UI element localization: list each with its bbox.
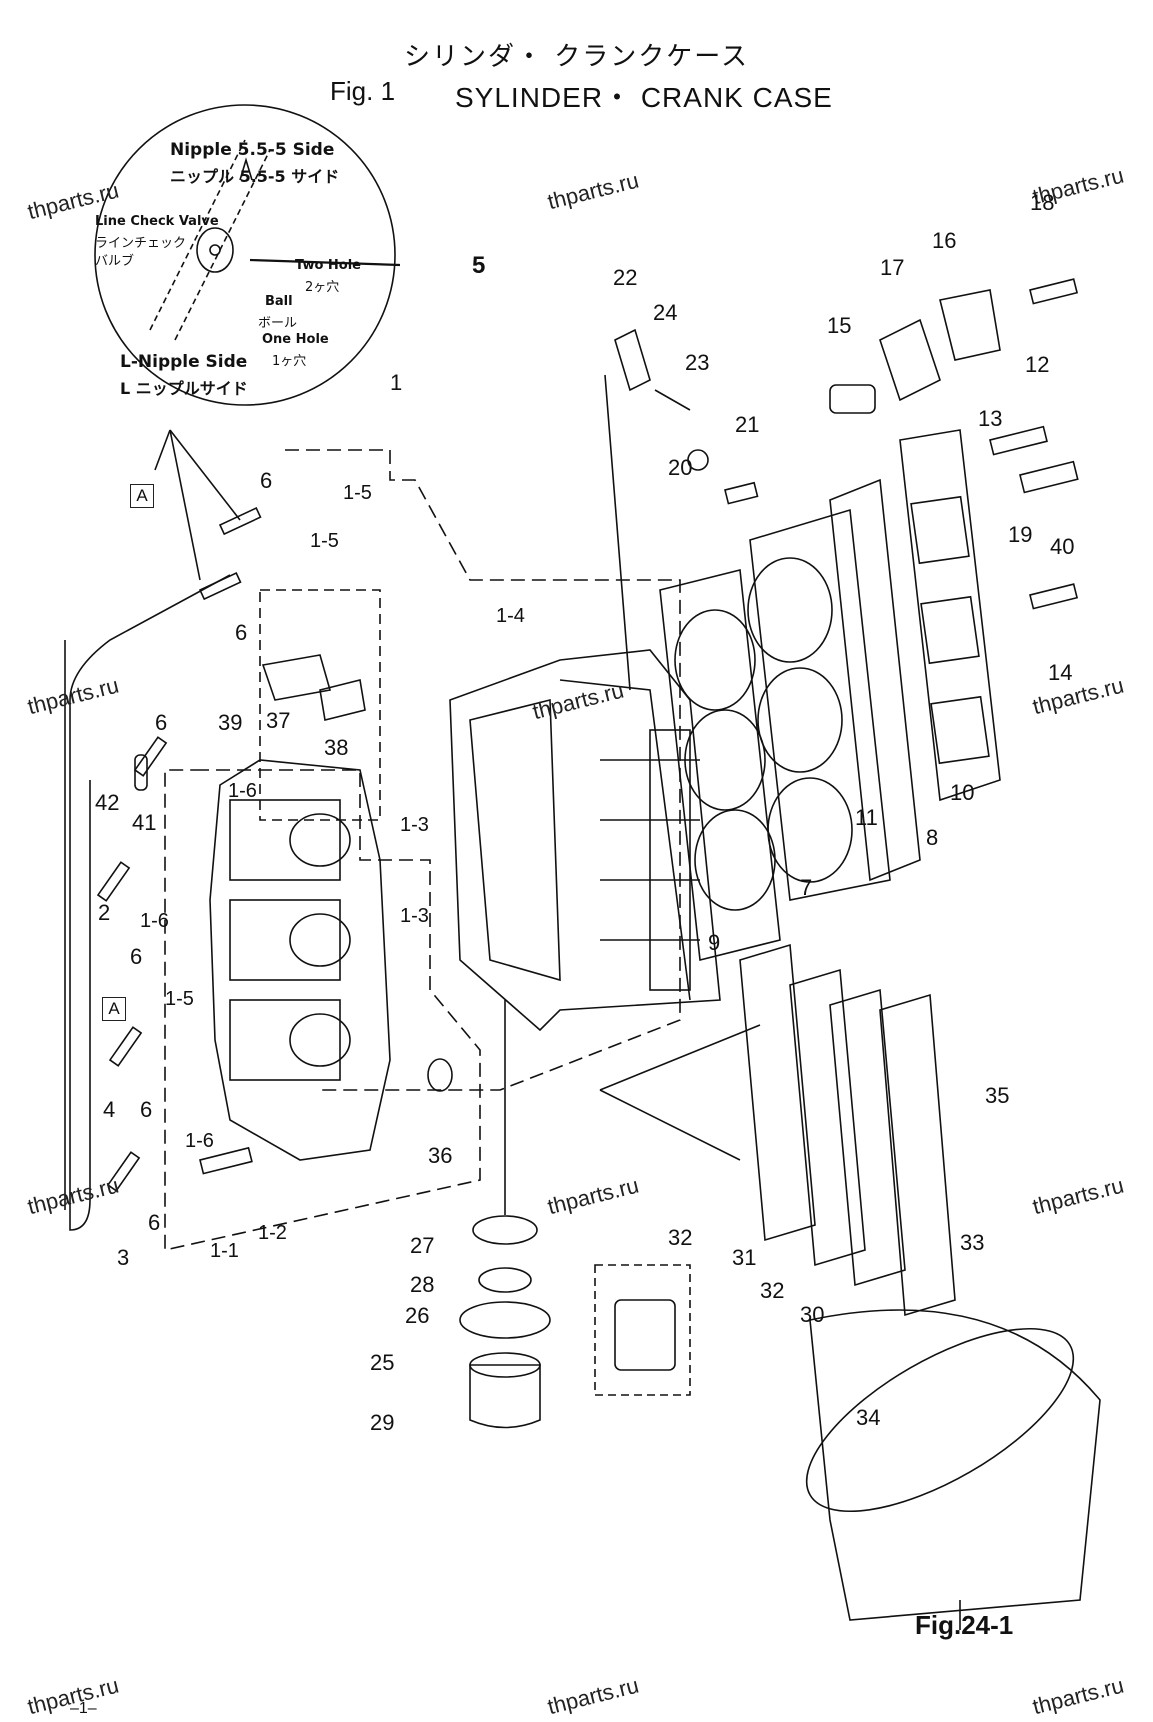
part-label: 35 (985, 1083, 1010, 1108)
part-label: 4 (103, 1097, 116, 1122)
detail-hose (149, 139, 271, 341)
part-label: 1-6 (228, 780, 257, 802)
part-label: 5 (472, 252, 486, 279)
part-label: 1-3 (400, 814, 429, 836)
part-label: 26 (405, 1303, 430, 1328)
part-label: 39 (218, 710, 243, 735)
part-label: 9 (708, 930, 721, 955)
part-label: 1-6 (140, 910, 169, 932)
inset-one-hole-label-jp: 1ヶ穴 (272, 354, 307, 369)
crankcase-drawing (449, 649, 721, 1032)
part-label: 17 (880, 255, 905, 280)
part-label: 1-5 (310, 530, 339, 552)
part-label: 20 (668, 455, 693, 480)
part-label: 33 (960, 1230, 985, 1255)
inset-ball-label: Ball (265, 294, 293, 309)
head-gasket-drawing (747, 508, 891, 901)
part-label: 10 (950, 780, 975, 805)
inset-l-nipple-label-jp: L ニップルサイド (120, 379, 248, 398)
part-label: 12 (1025, 352, 1050, 377)
page-number: –1– (70, 1700, 97, 1717)
part-label: 15 (827, 313, 852, 338)
detail-circle (94, 104, 396, 406)
part-label: 22 (613, 265, 638, 290)
title-japanese: シリンダ・ クランクケース (404, 42, 749, 72)
part-label: 23 (685, 350, 710, 375)
part-label: 25 (370, 1350, 395, 1375)
part-label: 19 (1008, 522, 1033, 547)
inset-one-hole-label: One Hole (262, 332, 329, 347)
cylinder-dashed-group (164, 769, 481, 1251)
part-label: 1 (390, 370, 403, 395)
part-label: 37 (266, 708, 291, 733)
hose-loop-upper (69, 574, 231, 1231)
inset-check-valve-label-jp: ラインチェック (95, 236, 187, 251)
part-label: 42 (95, 790, 120, 815)
part-label: 28 (410, 1272, 435, 1297)
part-label: 29 (370, 1410, 395, 1435)
part-label: 13 (978, 406, 1003, 431)
part-label: 24 (653, 300, 678, 325)
part-label: 36 (428, 1143, 453, 1168)
part-label: 1-2 (258, 1222, 287, 1244)
part-label: 16 (932, 228, 957, 253)
part-label: 6 (260, 468, 273, 493)
reference-box-a: A (130, 484, 154, 508)
water-jacket-cover-drawing (829, 429, 1001, 882)
figure-number: Fig. 1 (330, 76, 396, 106)
part-label: 6 (155, 710, 168, 735)
part-label: 34 (856, 1405, 881, 1430)
part-label: 1-5 (343, 482, 372, 504)
thermostat-drawing (829, 278, 1079, 610)
part-label: 1-5 (165, 988, 194, 1010)
exhaust-cover-drawing (739, 943, 956, 1317)
part-label: 32 (760, 1278, 785, 1303)
part-label: 1-1 (210, 1240, 239, 1262)
part-label: 1-3 (400, 905, 429, 927)
part-label: 41 (132, 810, 157, 835)
inset-two-hole-label-jp: 2ヶ穴 (305, 280, 340, 295)
inset-nipple-label-jp: ニップル 5.5-5 サイド (170, 167, 340, 186)
inset-check-valve-label-jp2: バルブ (95, 254, 135, 269)
part-label: 1-6 (185, 1130, 214, 1152)
inset-nipple-label: Nipple 5.5-5 Side (170, 140, 335, 160)
part-label: 2 (98, 900, 111, 925)
part-label: 18 (1030, 190, 1055, 215)
part-label: 7 (800, 875, 813, 900)
part-label: 31 (732, 1245, 757, 1270)
check-valve-ball (196, 227, 234, 273)
inset-check-valve-label: Line Check Valve (95, 214, 219, 229)
part-label: 32 (668, 1225, 693, 1250)
part-label: 6 (130, 944, 143, 969)
part-label: 11 (855, 805, 878, 830)
part-label: 6 (140, 1097, 153, 1122)
title-english: SYLINDER・ CRANK CASE (455, 82, 833, 113)
inset-ball-label-jp: ボール (258, 316, 298, 331)
part-label: 1-4 (496, 605, 525, 627)
anode-bracket-drawing (604, 328, 691, 691)
lower-seal-drawing (459, 1215, 551, 1429)
inset-l-nipple-label: L-Nipple Side (120, 352, 248, 372)
part-label: 27 (410, 1233, 435, 1258)
cylinder-head-drawing (209, 759, 391, 1161)
part-label: 8 (926, 825, 939, 850)
cover-dashed-group (259, 589, 381, 821)
reference-box-a: A (102, 997, 126, 1021)
part-label: 14 (1048, 660, 1073, 685)
part-label: 40 (1050, 534, 1075, 559)
figure-reference: Fig.24-1 (915, 1610, 1014, 1640)
bottom-cowl-drawing (809, 1309, 1101, 1621)
part-label: 38 (324, 735, 349, 760)
seal-dashed-box (594, 1264, 691, 1396)
part-label: 6 (235, 620, 248, 645)
part-label: 6 (148, 1210, 161, 1235)
part-label: 30 (800, 1302, 825, 1327)
crankcase-dashed-group (285, 449, 681, 1091)
part-label: 3 (117, 1245, 130, 1270)
inset-two-hole-label: Two Hole (295, 258, 361, 273)
part-label: 21 (735, 412, 760, 437)
